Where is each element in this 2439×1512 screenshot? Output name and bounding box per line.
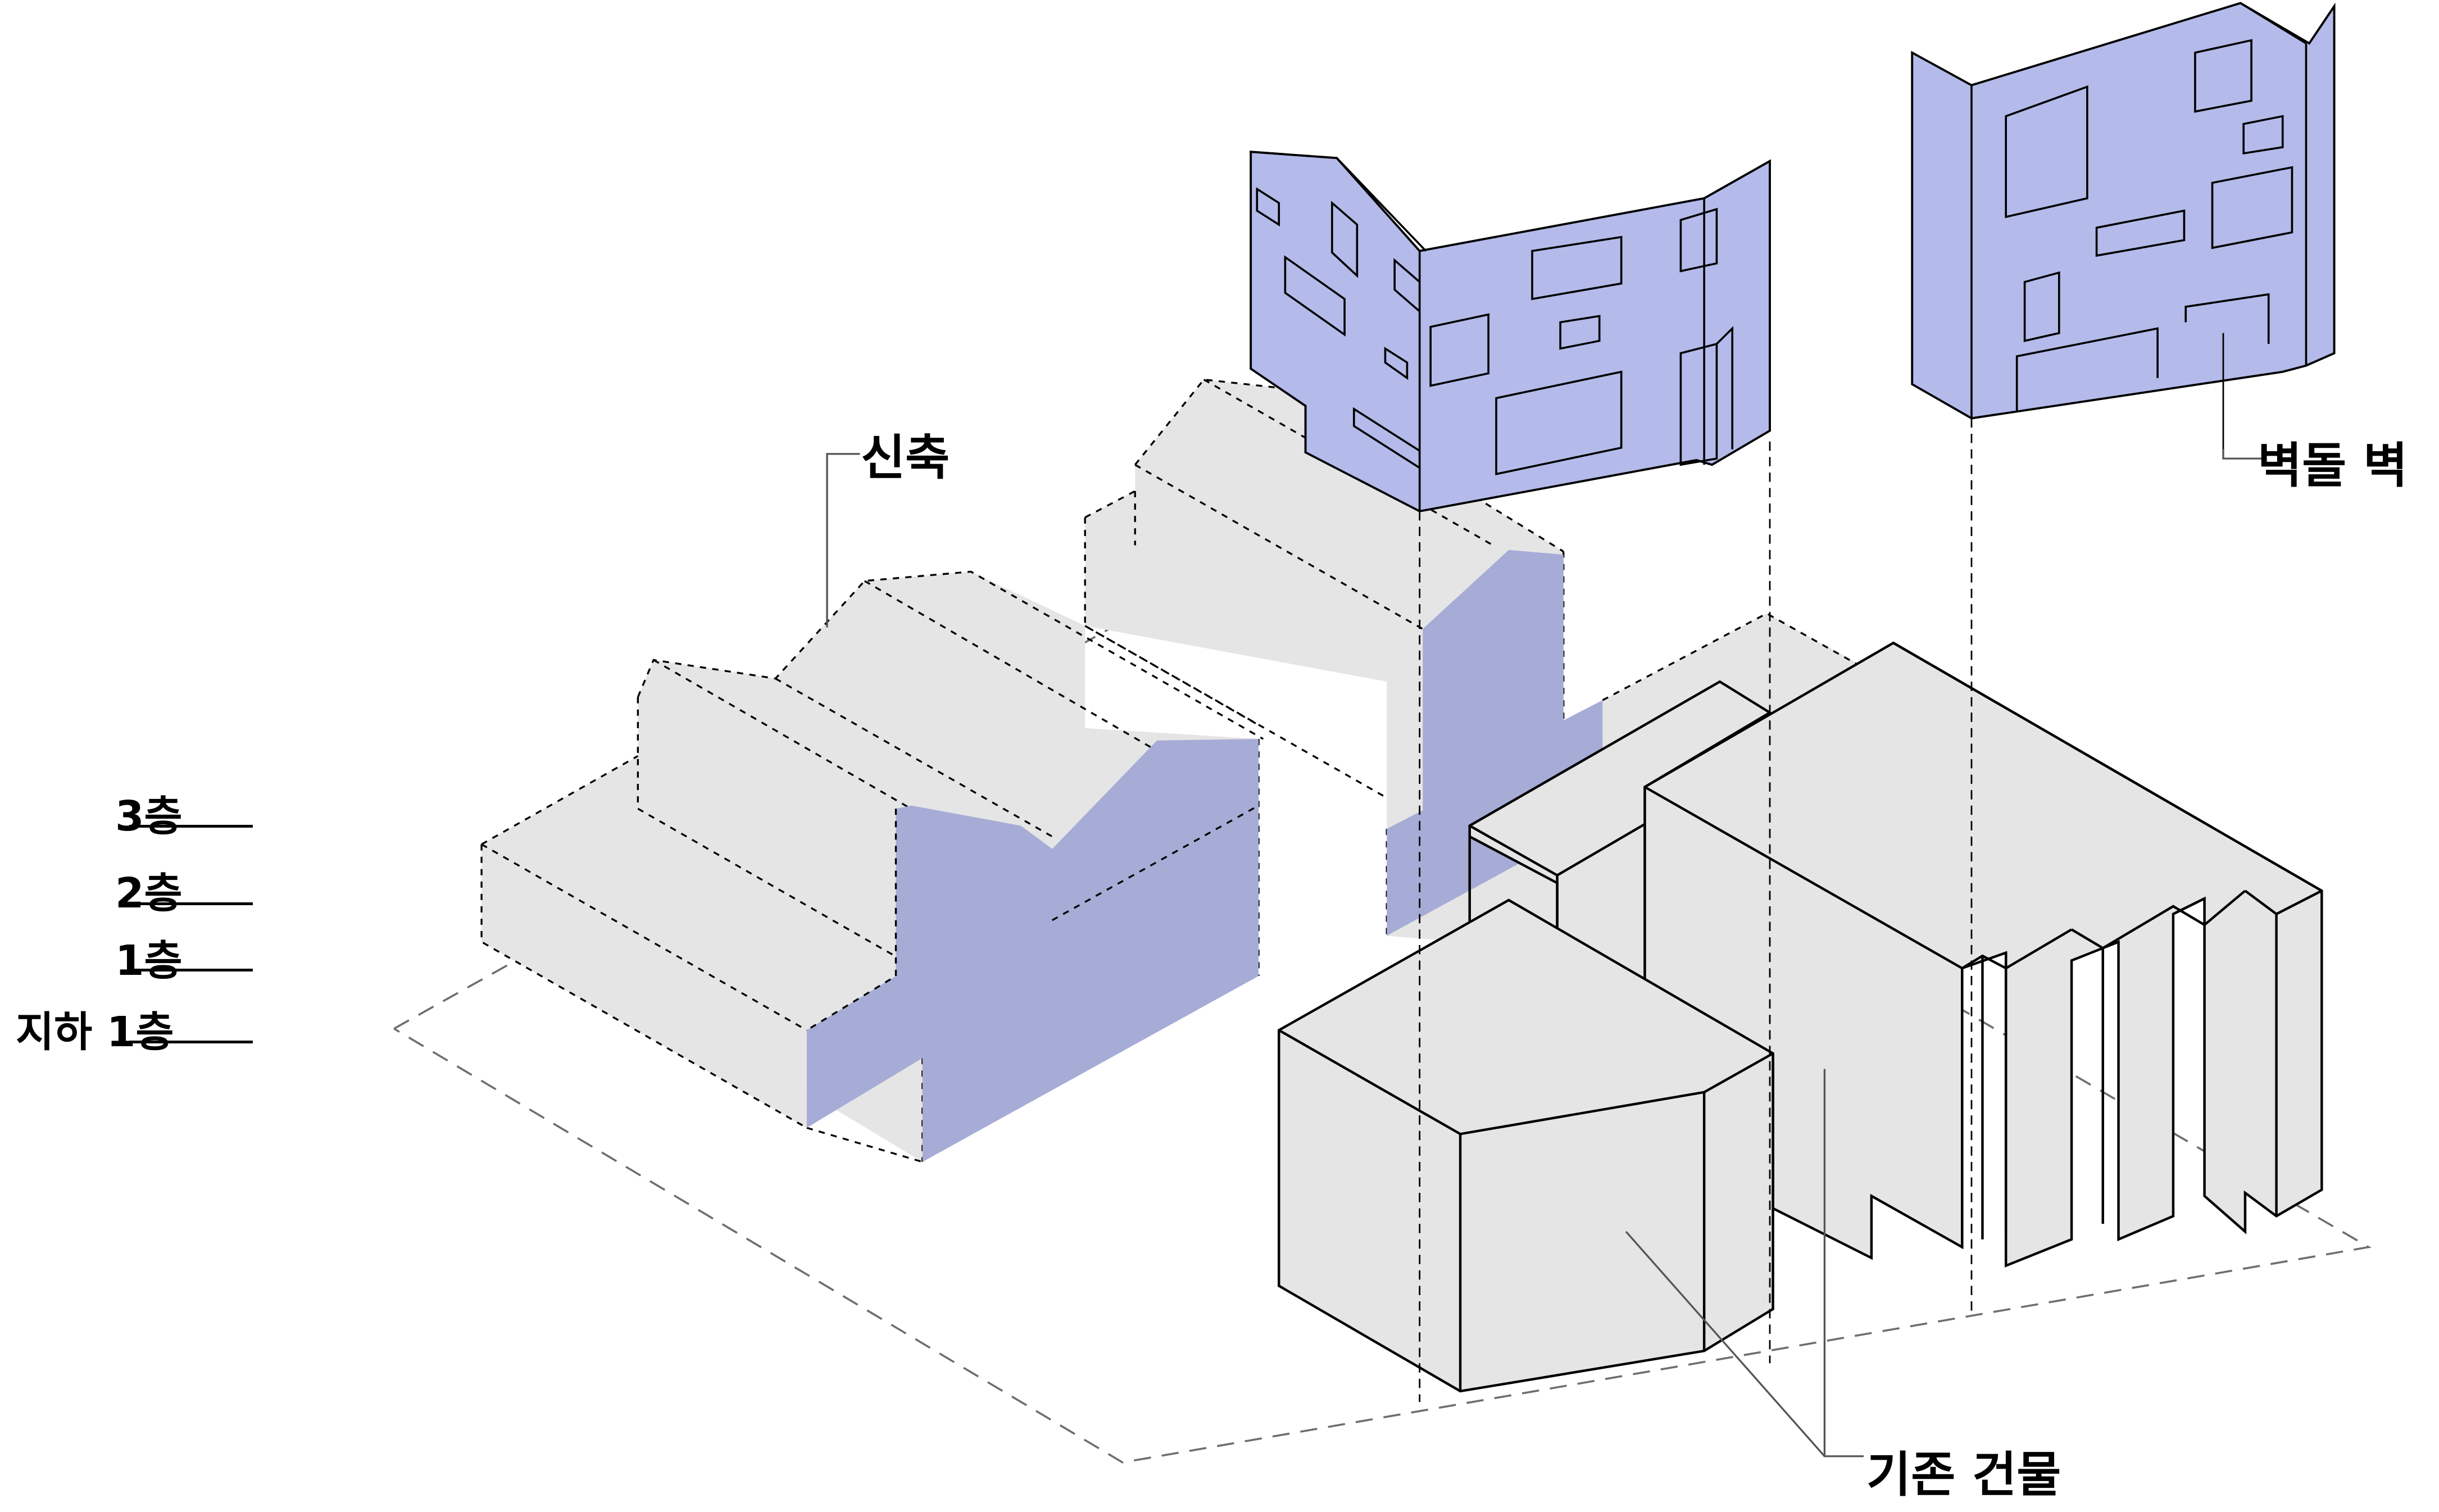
callout-leaders [826, 449, 2263, 1457]
projection-lines [1419, 418, 1973, 1402]
existing-building-massing [1278, 641, 2323, 1393]
floor-line-1f [129, 969, 253, 971]
callout-existing-building: 기존 건물 [1866, 1447, 2061, 1503]
floor-line-2f [129, 902, 253, 905]
floor-line-b1 [129, 1041, 253, 1043]
floor-label-2f: 2층 [115, 869, 183, 918]
floor-label-b1: 지하 1층 [16, 1008, 174, 1056]
brick-wall-panel-front [1250, 151, 1771, 512]
floor-label-1f: 1층 [115, 937, 183, 985]
callout-new-construction: 신축 [861, 430, 950, 486]
brick-wall-panel-rear [1911, 2, 2336, 449]
floor-label-3f: 3층 [115, 792, 183, 841]
callout-brick-wall: 벽돌 벽 [2258, 438, 2408, 494]
floor-line-3f [129, 825, 253, 828]
